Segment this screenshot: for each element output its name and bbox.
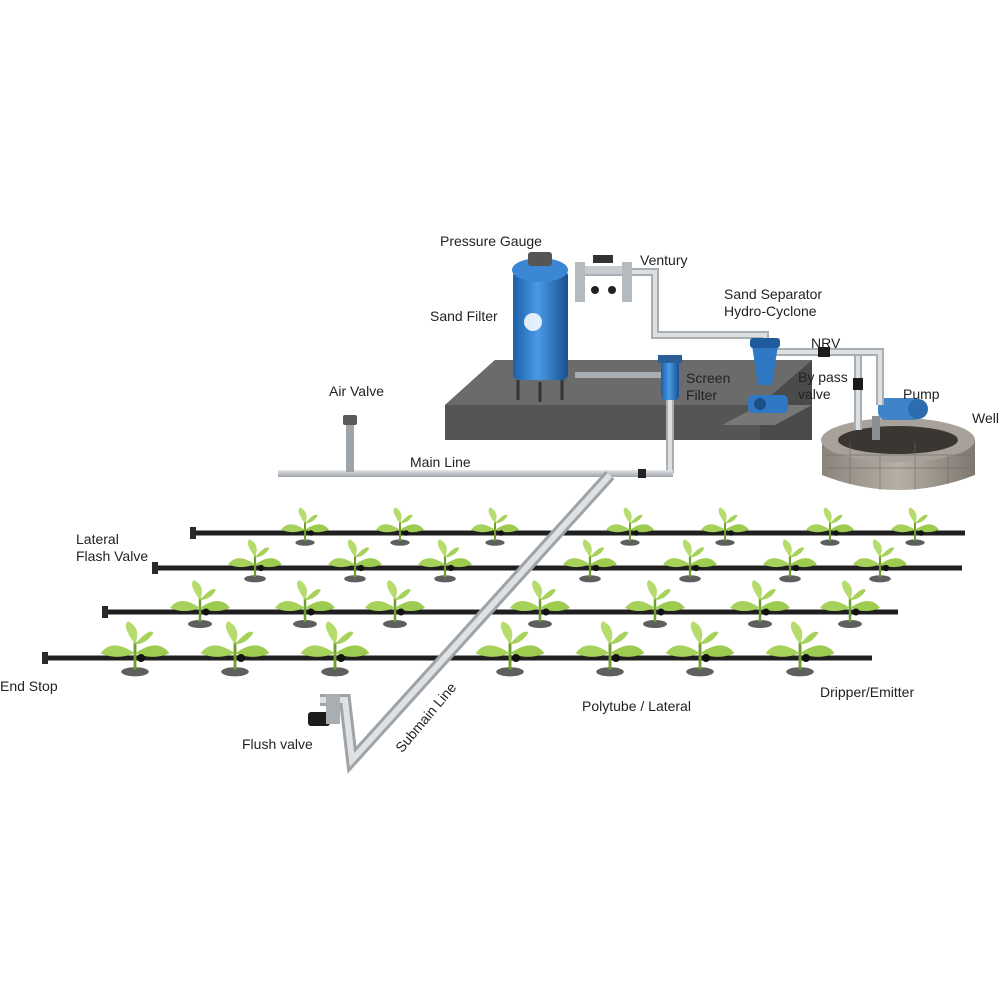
- dripper-emitter: [833, 530, 839, 536]
- dripper-emitter: [257, 564, 265, 572]
- label-pressure-gauge: Pressure Gauge: [440, 233, 542, 249]
- label-sand-filter: Sand Filter: [430, 308, 498, 324]
- plant-seedling-icon: [170, 580, 230, 628]
- label-by-pass-valve: By pass valve: [798, 369, 848, 402]
- label-well: Well: [972, 410, 999, 426]
- dripper-emitter: [542, 608, 550, 616]
- plant-seedling-icon: [853, 539, 907, 583]
- label-air-valve: Air Valve: [329, 383, 384, 399]
- dripper-emitter: [852, 608, 860, 616]
- by-pass-valve: [853, 378, 863, 390]
- dripper-emitter: [762, 608, 770, 616]
- label-pump: Pump: [903, 386, 940, 402]
- dripper-emitter: [882, 564, 890, 572]
- label-lateral-flash-valve: Lateral Flash Valve: [76, 531, 149, 564]
- ventury-icon: [575, 255, 632, 302]
- submain-line-pipe: [320, 470, 615, 774]
- dripper-emitter: [308, 530, 314, 536]
- plant-seedling-icon: [806, 507, 854, 546]
- dripper-emitter: [633, 530, 639, 536]
- label-end-stop: End Stop: [0, 678, 58, 694]
- plant-seedling-icon: [625, 580, 685, 628]
- plant-seedling-icon: [820, 580, 880, 628]
- dripper-emitter: [728, 530, 734, 536]
- plant-seedling-icon: [730, 580, 790, 628]
- plant-seedling-icon: [300, 621, 370, 677]
- dripper-emitter: [918, 530, 924, 536]
- dripper-emitter: [136, 653, 146, 663]
- plant-rows: [100, 507, 939, 677]
- dripper-emitter: [336, 653, 346, 663]
- plant-seedling-icon: [475, 621, 545, 677]
- plant-seedling-icon: [228, 539, 282, 583]
- dripper-emitter: [792, 564, 800, 572]
- label-ventury: Ventury: [640, 252, 688, 268]
- plant-seedling-icon: [100, 621, 170, 677]
- nrv-valve: [818, 347, 830, 357]
- dripper-emitter: [357, 564, 365, 572]
- plant-seedling-icon: [275, 580, 335, 628]
- plant-seedling-icon: [665, 621, 735, 677]
- label-nrv: NRV: [811, 335, 841, 351]
- label-flush-valve: Flush valve: [242, 736, 313, 752]
- air-valve-icon: [343, 415, 357, 472]
- dripper-emitter: [403, 530, 409, 536]
- plant-seedling-icon: [606, 507, 654, 546]
- dripper-emitter: [701, 653, 711, 663]
- dripper-emitter: [511, 653, 521, 663]
- sand-filter-tank-icon: [512, 252, 568, 402]
- dripper-emitter: [498, 530, 504, 536]
- main-line-pipe: [278, 469, 673, 478]
- screen-filter-icon: [658, 355, 682, 400]
- plant-seedling-icon: [891, 507, 939, 546]
- plant-seedling-icon: [328, 539, 382, 583]
- dripper-emitter: [692, 564, 700, 572]
- hydro-cyclone-icon: [748, 338, 788, 413]
- plant-seedling-icon: [701, 507, 749, 546]
- plant-seedling-icon: [763, 539, 817, 583]
- dripper-emitter: [307, 608, 315, 616]
- plant-seedling-icon: [765, 621, 835, 677]
- dripper-emitter: [397, 608, 405, 616]
- dripper-emitter: [202, 608, 210, 616]
- label-main-line: Main Line: [410, 454, 471, 470]
- dripper-emitter: [657, 608, 665, 616]
- label-sand-separator: Sand Separator Hydro-Cyclone: [724, 286, 823, 319]
- plant-seedling-icon: [563, 539, 617, 583]
- plant-seedling-icon: [281, 507, 329, 546]
- plant-seedling-icon: [376, 507, 424, 546]
- dripper-emitter: [447, 564, 455, 572]
- plant-seedling-icon: [471, 507, 519, 546]
- plant-seedling-icon: [510, 580, 570, 628]
- label-dripper-emitter: Dripper/Emitter: [820, 684, 915, 700]
- label-polytube-lateral: Polytube / Lateral: [582, 698, 691, 714]
- dripper-emitter: [236, 653, 246, 663]
- dripper-emitter: [801, 653, 811, 663]
- dripper-emitter: [592, 564, 600, 572]
- plant-seedling-icon: [200, 621, 270, 677]
- flush-valve-icon: [308, 694, 340, 726]
- well-icon: [821, 418, 975, 490]
- plant-seedling-icon: [418, 539, 472, 583]
- lateral-end-caps: [42, 527, 196, 664]
- plant-seedling-icon: [575, 621, 645, 677]
- plant-seedling-icon: [365, 580, 425, 628]
- header-piping: [575, 268, 884, 473]
- plant-seedling-icon: [663, 539, 717, 583]
- pump-icon: [872, 398, 928, 440]
- dripper-emitter: [611, 653, 621, 663]
- label-screen-filter: Screen Filter: [686, 370, 731, 403]
